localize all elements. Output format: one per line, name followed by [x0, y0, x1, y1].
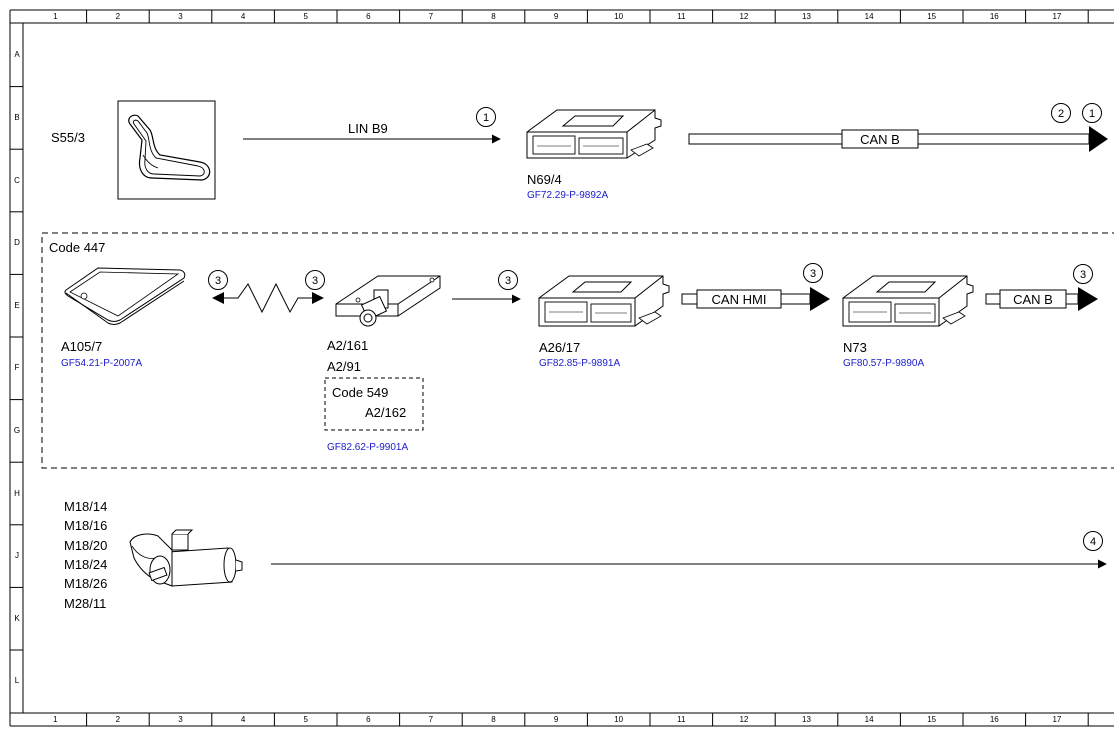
ref-end-row2: 3	[1073, 264, 1093, 284]
row-label-C: C	[14, 175, 20, 185]
a26-link[interactable]: GF82.85-P-9891A	[539, 358, 621, 369]
lin-label: LIN B9	[348, 121, 388, 136]
ref-motor-end: 4	[1083, 531, 1103, 551]
ref-end-a: 2	[1051, 103, 1071, 123]
column-label-6: 6	[366, 12, 371, 21]
row-label-E: E	[14, 300, 20, 310]
n69-link[interactable]: GF72.29-P-9892A	[527, 190, 609, 201]
column-label-3: 3	[178, 12, 183, 21]
code-447-boundary	[41, 232, 1114, 469]
column-label-17: 17	[1052, 12, 1062, 21]
column-label-9: 9	[553, 12, 559, 21]
motor-label: M28/11	[64, 595, 107, 611]
column-label-15: 15	[927, 12, 937, 21]
seat-switch-icon	[117, 100, 216, 200]
column-label-16: 16	[989, 12, 999, 21]
a2-162-label: A2/162	[365, 405, 407, 420]
column-label-13: 13	[802, 715, 811, 724]
column-label-11: 11	[677, 12, 686, 21]
column-label-8: 8	[491, 715, 496, 724]
column-label-6: 6	[366, 715, 371, 724]
column-label-10: 10	[614, 715, 624, 724]
ref-lin: 1	[476, 107, 496, 127]
can-b-bus-row1	[688, 126, 1108, 152]
seat-motor-icon	[129, 529, 243, 587]
column-label-10: 10	[614, 12, 624, 21]
control-unit-a26-icon	[538, 275, 670, 327]
column-label-2: 2	[115, 12, 121, 21]
n73-link[interactable]: GF80.57-P-9890A	[843, 358, 925, 369]
column-label-16: 16	[989, 715, 999, 724]
antenna-label-2: A2/91	[327, 359, 361, 374]
column-label-3: 3	[178, 715, 183, 724]
column-label-7: 7	[428, 715, 434, 724]
row-label-B: B	[14, 112, 20, 122]
tablet-icon	[64, 267, 186, 325]
ref-left: 3	[208, 270, 228, 290]
row-ticks	[10, 86, 23, 651]
column-label-12: 12	[739, 12, 749, 21]
column-ticks	[86, 10, 1089, 726]
column-label-9: 9	[553, 715, 559, 724]
control-unit-n73-icon	[842, 275, 974, 327]
column-label-4: 4	[240, 12, 246, 21]
switch-label: S55/3	[51, 130, 85, 145]
ref-mid: 3	[498, 270, 518, 290]
column-label-5: 5	[303, 12, 308, 21]
column-label-8: 8	[491, 12, 496, 21]
motor-label: M18/16	[64, 518, 108, 534]
a26-label: A26/17	[539, 340, 581, 355]
antenna-icon	[335, 275, 441, 327]
row-label-D: D	[14, 238, 20, 248]
column-label-17: 17	[1052, 715, 1062, 724]
column-label-4: 4	[240, 715, 246, 724]
tablet-link[interactable]: GF54.21-P-2007A	[61, 358, 143, 369]
control-unit-n69-icon	[526, 109, 662, 159]
motor-label: M18/26	[64, 576, 108, 592]
drawing-frame	[9, 9, 1114, 727]
column-label-5: 5	[303, 715, 308, 724]
column-label-12: 12	[739, 715, 749, 724]
ref-end-b: 1	[1082, 103, 1102, 123]
antenna-link[interactable]: GF82.62-P-9901A	[327, 442, 409, 453]
row-label-F: F	[14, 363, 20, 373]
ref-right: 3	[305, 270, 325, 290]
row-label-H: H	[14, 488, 20, 498]
can-hmi-bus	[681, 287, 830, 311]
row-label-G: G	[13, 425, 21, 435]
row-label-L: L	[14, 676, 20, 686]
motor-label: M18/14	[64, 499, 108, 514]
tablet-label: A105/7	[61, 339, 103, 354]
can-b-label-row2: CAN B	[1013, 292, 1053, 307]
column-label-15: 15	[927, 715, 937, 724]
motor-label: M18/20	[64, 537, 108, 553]
row-label-K: K	[14, 613, 20, 623]
can-b-label-row1: CAN B	[860, 132, 900, 147]
column-label-11: 11	[677, 715, 686, 724]
ref-hmi: 3	[803, 263, 823, 283]
column-label-1: 1	[53, 12, 58, 21]
column-label-2: 2	[115, 715, 121, 724]
wireless-link-zigzag	[212, 282, 324, 314]
column-label-1: 1	[53, 715, 58, 724]
can-hmi-label: CAN HMI	[711, 292, 767, 307]
antenna-label-1: A2/161	[327, 338, 369, 353]
column-label-13: 13	[802, 12, 811, 21]
n69-label: N69/4	[527, 172, 562, 187]
row-label-A: A	[14, 50, 20, 60]
row-label-J: J	[15, 551, 19, 561]
column-label-7: 7	[428, 12, 434, 21]
code-549-boundary	[324, 377, 424, 431]
n73-label: N73	[843, 340, 867, 355]
column-label-14: 14	[864, 12, 874, 21]
motor-label: M18/24	[64, 556, 108, 572]
can-b-bus-row2	[985, 287, 1098, 311]
column-label-14: 14	[864, 715, 874, 724]
code-549-label: Code 549	[332, 385, 389, 400]
code-447-label: Code 447	[49, 240, 106, 255]
